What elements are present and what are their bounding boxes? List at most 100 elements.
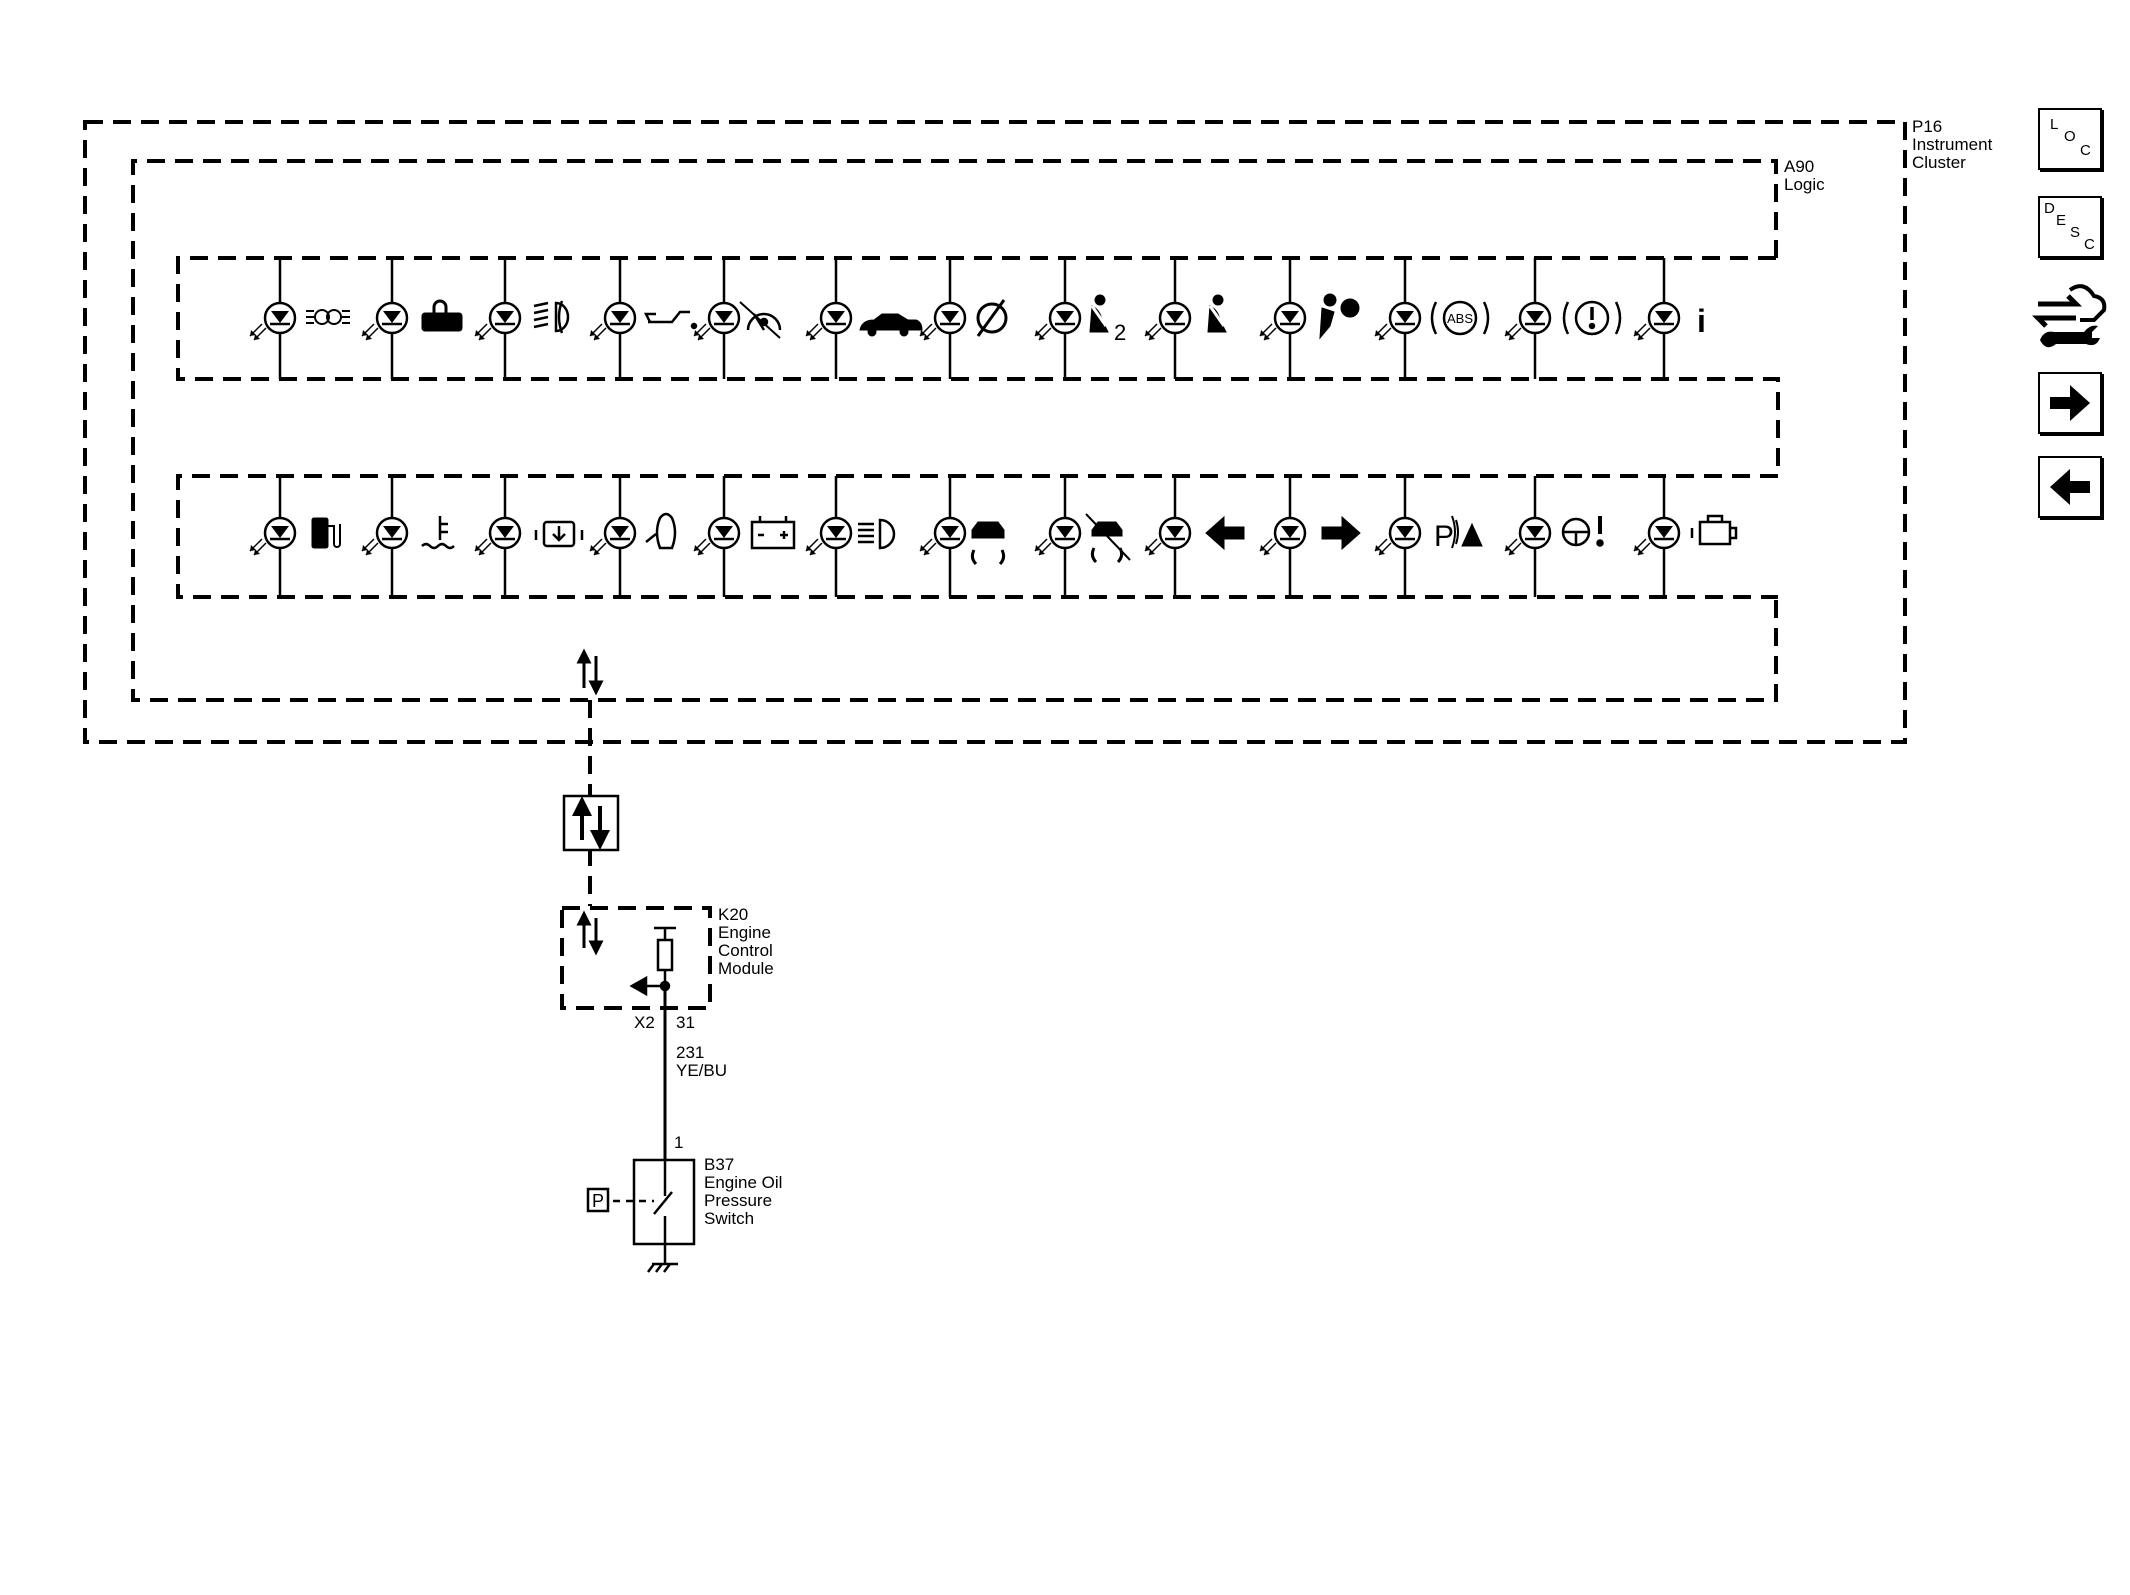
check-engine-icon [1690,514,1738,546]
airbag-led [1259,258,1307,379]
b37-name-3: Switch [704,1209,754,1228]
power-steering-icon [1561,516,1604,547]
desc-letter-d: D [2044,200,2055,217]
traction-off-led [1034,476,1082,597]
k20-name-1: Engine [718,923,771,942]
check-engine-led [1633,476,1681,597]
charging-system-icon [750,516,796,550]
p16-name-1: Instrument [1912,135,1993,154]
loc-letter-c: C [2080,142,2091,159]
serial-data-arrow-ecm [576,910,604,956]
park-assist-text: P [1434,520,1454,553]
exterior-lamps-icon [306,309,350,325]
fog-lamp-icon [533,300,570,334]
abs-text: ABS [1447,311,1473,326]
desc-button[interactable]: D E S C [2038,196,2102,258]
serial-data-arrow-cluster [576,648,604,696]
security-led [361,258,409,379]
turn-left-icon [1205,515,1245,551]
emission-led [474,476,522,597]
brake-led [1504,258,1552,379]
high-beam-led [805,476,853,597]
p16-ref: P16 [1912,117,1942,136]
low-fuel-icon [311,517,341,549]
service-vehicle-led [693,258,741,379]
door-ajar-led [589,476,637,597]
seatbelt-driver-icon [1207,294,1227,333]
connector-label: X2 [634,1013,655,1032]
park-brake-led [919,258,967,379]
fog-lamp-led [474,258,522,379]
connector-tools-icon[interactable] [2032,278,2108,354]
charging-system-led [693,476,741,597]
traction-control-icon [970,521,1006,566]
a90-logic-boundary [131,159,1778,702]
traction-off-icon [1085,513,1131,564]
high-beam-icon [858,518,896,550]
arrow-right-icon [2050,385,2090,421]
oil-level-icon [643,310,698,330]
b37-name-2: Pressure [704,1191,772,1210]
park-brake-icon [976,299,1008,337]
b37-name-1: Engine Oil [704,1173,782,1192]
pin-label: 31 [676,1013,695,1032]
k20-ref: K20 [718,905,748,924]
circuit-number: 231 [676,1043,704,1062]
vehicle-ahead-led [805,258,853,379]
turn-right-icon [1321,515,1361,551]
p16-name-2: Cluster [1912,153,1966,172]
traction-control-led [919,476,967,597]
a90-ref: A90 [1784,157,1814,176]
park-assist-icon: P [1434,515,1483,553]
row1-icons: 2 ABS i [306,293,1706,345]
desc-letter-e: E [2056,212,2067,229]
park-assist-led [1374,476,1422,597]
service-vehicle-icon [739,301,782,339]
p16-instrument-cluster-boundary [83,120,1907,744]
desc-letter-s: S [2070,224,2081,241]
door-ajar-icon [645,512,677,550]
information-text: i [1697,303,1706,339]
next-page-button[interactable] [2038,372,2102,434]
indicator-row-2 [249,476,1681,597]
vehicle-ahead-icon [859,313,923,337]
low-fuel-led [249,476,297,597]
exterior-lamps-led [249,258,297,379]
k20-name-3: Module [718,959,774,978]
airbag-icon [1319,293,1360,340]
seatbelt-passenger-suffix: 2 [1114,320,1126,345]
seatbelt-passenger-icon: 2 [1089,294,1126,345]
serial-data-module-icon [562,794,620,852]
wire-color: YE/BU [676,1061,727,1080]
k20-name-2: Control [718,941,773,960]
abs-led [1374,258,1422,379]
loc-letter-o: O [2064,128,2076,145]
seatbelt-passenger-led [1034,258,1082,379]
ecm-pullup-resistor [629,926,676,997]
indicator-group-1-boundary [176,256,1780,599]
b37-ref: B37 [704,1155,734,1174]
coolant-temperature-icon [421,516,455,550]
row2-icons: P [311,512,1738,566]
abs-icon: ABS [1430,300,1490,336]
desc-letter-c: C [2084,236,2095,253]
turn-left-led [1144,476,1192,597]
coolant-temperature-led [361,476,409,597]
information-icon: i [1697,303,1706,339]
information-led [1633,258,1681,379]
arrow-left-icon [2050,469,2090,505]
loc-letter-l: L [2050,116,2059,133]
oil-level-led [589,258,637,379]
switch-pin-label: 1 [674,1133,683,1152]
loc-button[interactable]: L O C [2038,108,2102,170]
power-steering-led [1504,476,1552,597]
seatbelt-driver-led [1144,258,1192,379]
emission-icon [534,520,584,548]
indicator-row-1 [249,258,1681,379]
b37-oil-pressure-switch [586,1158,696,1273]
previous-page-button[interactable] [2038,456,2102,518]
brake-icon [1562,300,1622,336]
a90-name-1: Logic [1784,175,1825,194]
security-icon [421,299,463,332]
